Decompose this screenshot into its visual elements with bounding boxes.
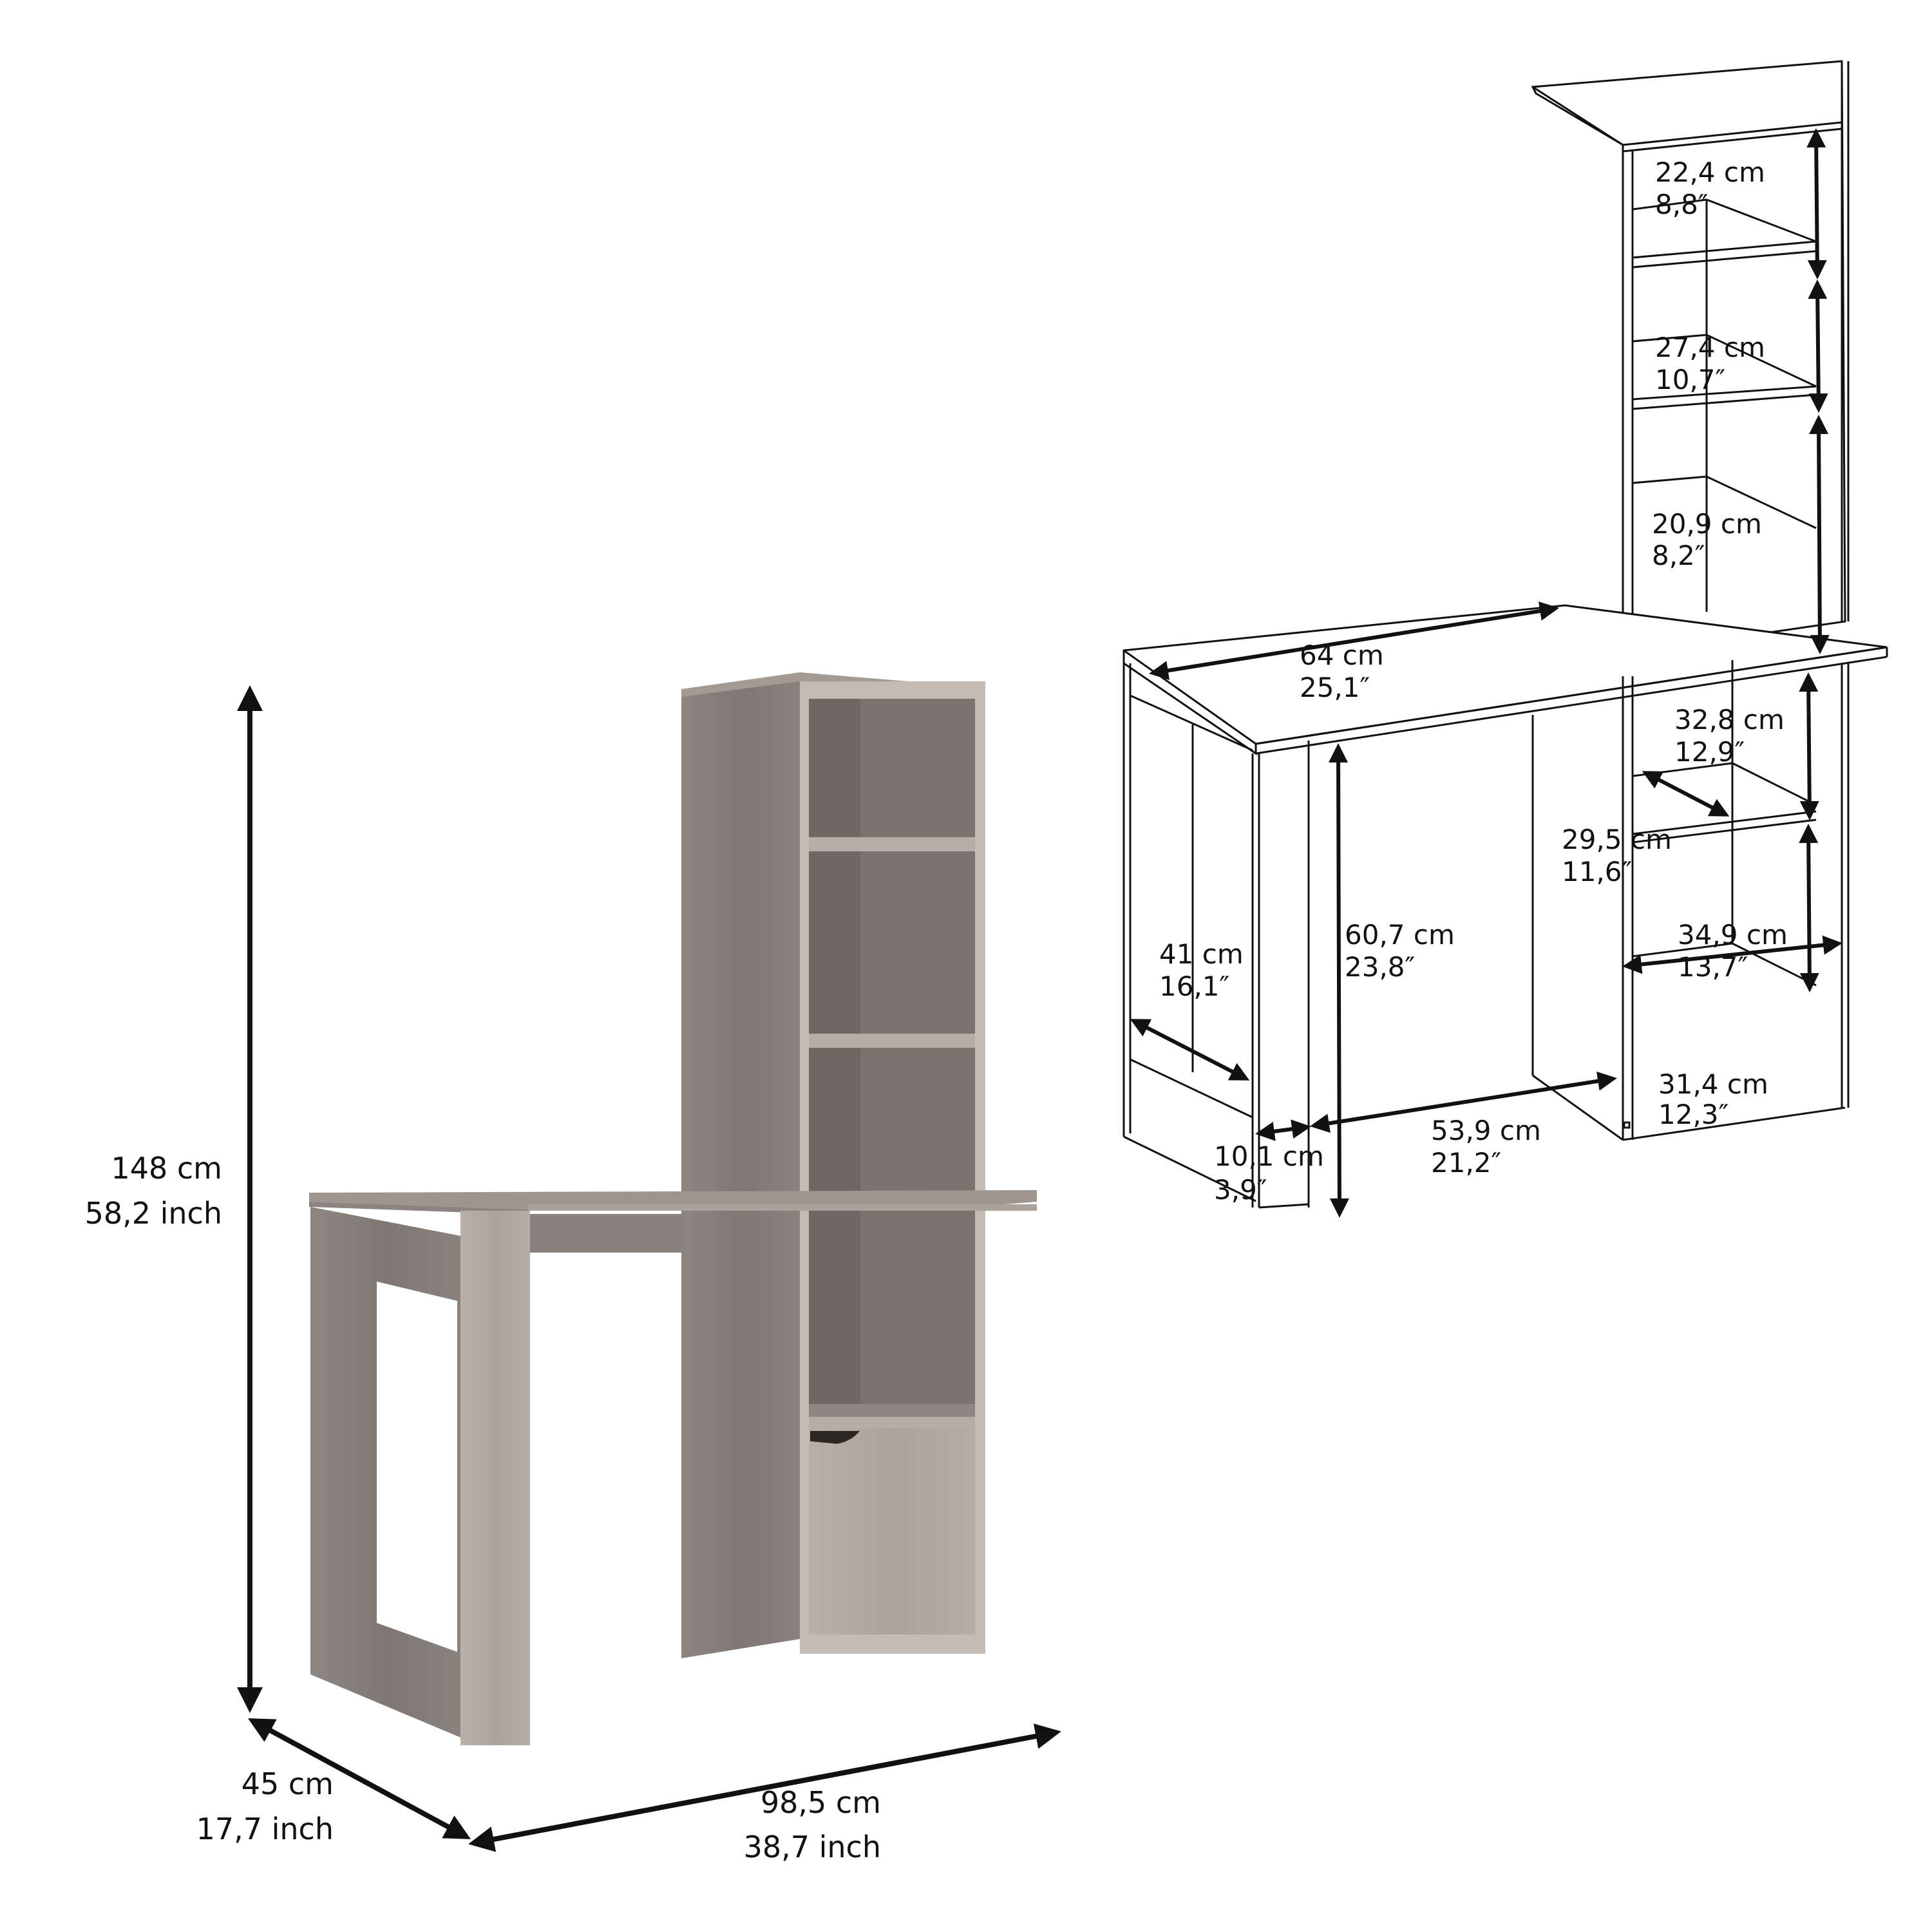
side-depth-inch: 16,1″	[1159, 971, 1229, 1002]
shelf-1-inch: 8,8″	[1655, 189, 1708, 220]
cabinet-width-inch: 12,3″	[1658, 1099, 1728, 1130]
shelf-2-cm: 27,4 cm	[1655, 332, 1765, 363]
knee-width-inch: 21,2″	[1431, 1147, 1501, 1179]
drawing-labels: 22,4 cm 8,8″ 27,4 cm 10,7″ 20,9 cm 8,2″ …	[1159, 156, 1788, 1206]
photo-labels: 148 cm 58,2 inch 45 cm 17,7 inch 98,5 cm…	[85, 1151, 881, 1864]
front-leg	[460, 1211, 530, 1745]
shelf-depth-cm: 29,5 cm	[1562, 824, 1672, 855]
knee-height-inch: 23,8″	[1345, 951, 1415, 983]
shelf-board	[809, 837, 975, 851]
tower-top	[681, 672, 985, 702]
depth-cm: 45 cm	[242, 1766, 334, 1801]
tower-side-panel	[681, 674, 800, 1658]
knee-height-cm: 60,7 cm	[1345, 919, 1455, 951]
width-cm: 98,5 cm	[761, 1785, 881, 1820]
lower-shelf-2-cm: 34,9 cm	[1678, 919, 1788, 951]
shelf-3-cm: 20,9 cm	[1652, 508, 1762, 540]
width-arrow	[468, 1723, 1061, 1852]
door-handle-cutout	[810, 1431, 860, 1444]
drawing-dimension-lines	[1130, 128, 1842, 1218]
height-inch: 58,2 inch	[85, 1196, 222, 1231]
side-depth-cm: 41 cm	[1159, 938, 1244, 970]
shelf-depth-inch: 11,6″	[1562, 856, 1632, 887]
width-inch: 38,7 inch	[744, 1830, 881, 1864]
height-cm: 148 cm	[111, 1151, 222, 1186]
lower-shelf-1-inch: 12,9″	[1674, 736, 1745, 768]
shelf-2-inch: 10,7″	[1655, 364, 1725, 395]
depth-arrow	[247, 1718, 471, 1839]
shelf-3-inch: 8,2″	[1652, 540, 1705, 571]
lower-shelf-1-cm: 32,8 cm	[1674, 704, 1785, 735]
lower-shelf-2-inch: 13,7″	[1678, 951, 1748, 983]
leg-width-inch: 3,9″	[1214, 1174, 1267, 1206]
knee-width-cm: 53,9 cm	[1431, 1115, 1541, 1146]
desktop-width-cm: 64 cm	[1300, 639, 1384, 671]
leg-width-cm: 10,1 cm	[1214, 1141, 1324, 1172]
photo-dimension-lines	[237, 685, 1061, 1852]
cabinet-width-cm: 31,4 cm	[1658, 1068, 1768, 1100]
shelf-1-cm: 22,4 cm	[1655, 156, 1765, 188]
back-apron	[530, 1214, 685, 1253]
left-side-opening	[377, 1282, 457, 1652]
depth-inch: 17,7 inch	[196, 1812, 334, 1846]
shelf-board	[809, 1034, 975, 1048]
desk-line-drawing	[1122, 60, 1888, 1209]
shelf-board	[809, 1417, 975, 1428]
cabinet-door	[809, 1428, 975, 1634]
desktop-width-inch: 25,1″	[1300, 672, 1370, 703]
desk-photo	[309, 672, 1037, 1745]
